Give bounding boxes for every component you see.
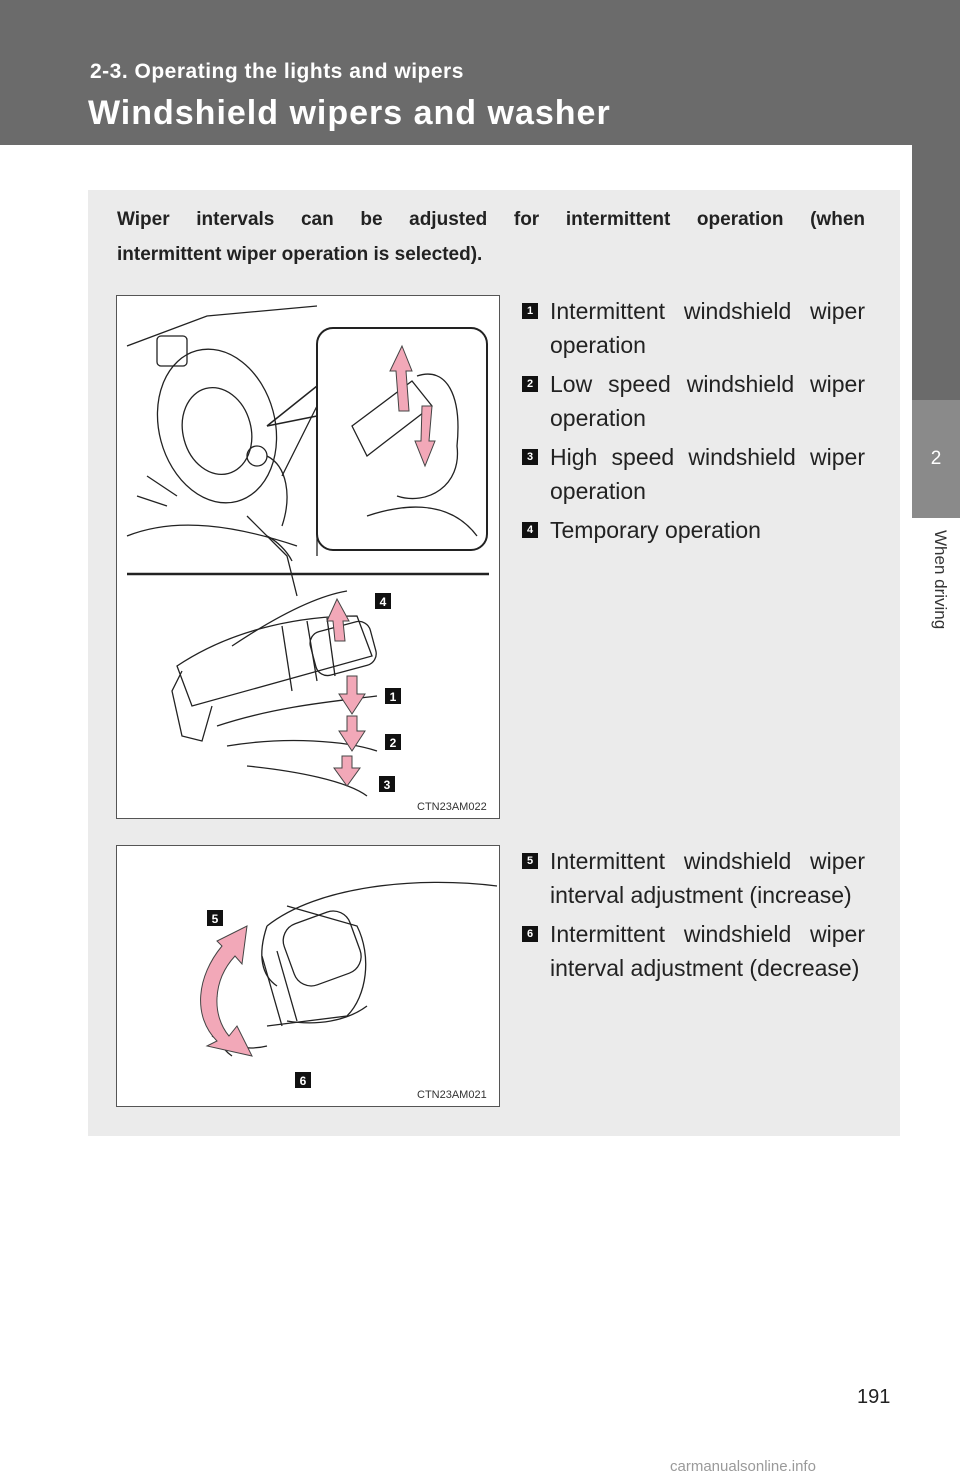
- legend-item: 1 Intermittent windshield wiper operatio…: [520, 294, 865, 362]
- section-heading: 2-3. Operating the lights and wipers: [90, 60, 464, 83]
- chapter-label: When driving: [931, 530, 950, 630]
- legend-item: 3 High speed windshield wiper operation: [520, 440, 865, 508]
- side-tab: [912, 0, 960, 400]
- wiper-lever-illustration: 4 1 2 3: [126, 305, 489, 797]
- figure-interval-adjustment: 5 6 CTN23AM021: [116, 845, 500, 1107]
- arrow-down-3-icon: [333, 755, 361, 787]
- figure1-code: CTN23AM022: [417, 801, 487, 813]
- legend-badge: 6: [522, 926, 538, 942]
- intro-line-2: intermittent wiper operation is selected…: [117, 244, 483, 265]
- legend-badge: 2: [522, 376, 538, 392]
- arrow-down-inset-icon: [414, 405, 436, 468]
- legend-badge: 1: [522, 303, 538, 319]
- legend-text: Intermittent windshield wiper interval a…: [550, 921, 865, 981]
- callout-5: 5: [212, 912, 219, 926]
- callout-3: 3: [384, 778, 391, 792]
- intro-line-1: Wiper intervals can be adjusted for inte…: [117, 209, 865, 230]
- watermark: carmanualsonline.info: [670, 1458, 816, 1475]
- legend-text: Low speed windshield wiper operation: [550, 371, 865, 431]
- intro-text: Wiper intervals can be adjusted for inte…: [117, 202, 865, 272]
- page-number: 191: [857, 1386, 891, 1408]
- callout-4: 4: [380, 595, 387, 609]
- figure2-callouts: 5 6: [207, 910, 311, 1088]
- figure1-callouts: 4 1 2 3: [375, 593, 401, 792]
- callout-2: 2: [390, 736, 397, 750]
- callout-1: 1: [390, 690, 397, 704]
- figure2-code: CTN23AM021: [417, 1089, 487, 1101]
- interval-ring-illustration: 5 6: [200, 881, 498, 1088]
- figure-wiper-lever-positions: 4 1 2 3 CTN23AM022: [116, 295, 500, 819]
- legend-item: 4 Temporary operation: [520, 513, 865, 547]
- arrow-down-1-icon: [338, 675, 366, 715]
- arrow-up-temporary-icon: [326, 597, 350, 642]
- legend-text: Temporary operation: [550, 517, 761, 543]
- legend-item: 2 Low speed windshield wiper operation: [520, 367, 865, 435]
- legend-badge: 5: [522, 853, 538, 869]
- arrow-up-inset-icon: [389, 344, 413, 412]
- callout-6: 6: [300, 1074, 307, 1088]
- legend-badge: 4: [522, 522, 538, 538]
- arrow-down-2-icon: [338, 715, 366, 752]
- page-header: 2-3. Operating the lights and wipers Win…: [0, 0, 960, 145]
- legend-group-1: 1 Intermittent windshield wiper operatio…: [520, 294, 865, 552]
- legend-text: Intermittent windshield wiper interval a…: [550, 848, 865, 908]
- legend-item: 6 Intermittent windshield wiper interval…: [520, 917, 865, 985]
- page-title: Windshield wipers and washer: [88, 94, 611, 132]
- legend-group-2: 5 Intermittent windshield wiper interval…: [520, 844, 865, 990]
- legend-text: High speed windshield wiper operation: [550, 444, 865, 504]
- legend-badge: 3: [522, 449, 538, 465]
- legend-item: 5 Intermittent windshield wiper interval…: [520, 844, 865, 912]
- legend-text: Intermittent windshield wiper operation: [550, 298, 865, 358]
- rotate-arrow-icon: [200, 925, 253, 1057]
- chapter-number: 2: [912, 400, 960, 518]
